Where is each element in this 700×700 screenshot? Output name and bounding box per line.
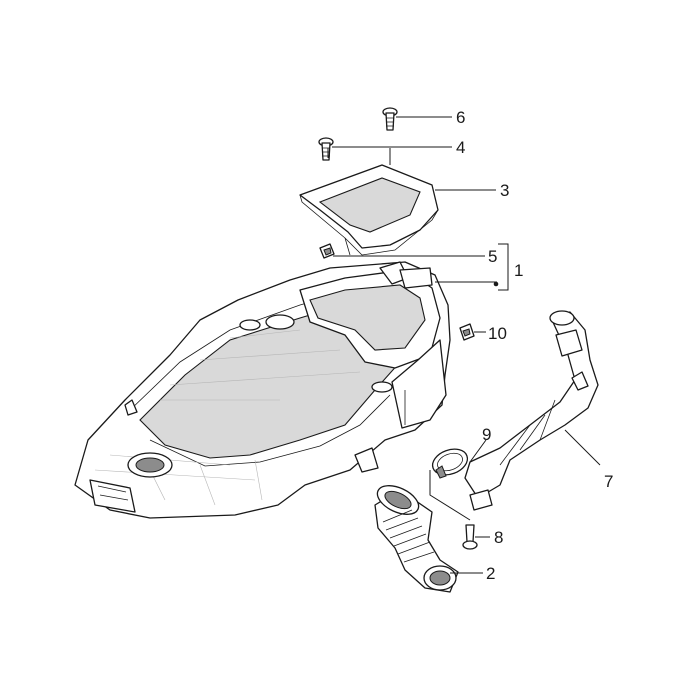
callout-5: 5 <box>488 247 497 266</box>
callout-3: 3 <box>500 181 509 200</box>
clip-5 <box>319 243 335 259</box>
hose-clamp-9 <box>431 448 469 479</box>
callout-4: 4 <box>456 138 465 157</box>
leader-lines <box>327 116 601 574</box>
callout-10: 10 <box>488 324 507 343</box>
callout-8: 8 <box>494 528 503 547</box>
bellows-hose <box>374 485 459 593</box>
callout-7: 7 <box>604 472 613 491</box>
housing-tray <box>74 261 451 519</box>
callout-labels: 6 4 3 5 1 10 9 7 8 2 <box>456 108 613 583</box>
bolt-8 <box>462 524 478 550</box>
filter-cover <box>299 164 439 256</box>
screw-6 <box>382 107 398 131</box>
screw-4 <box>318 137 334 161</box>
callout-9: 9 <box>482 425 491 444</box>
clip-10 <box>459 323 475 341</box>
callout-1: 1 <box>514 261 523 280</box>
callout-6: 6 <box>456 108 465 127</box>
callout-2: 2 <box>486 564 495 583</box>
intake-duct <box>464 310 599 511</box>
